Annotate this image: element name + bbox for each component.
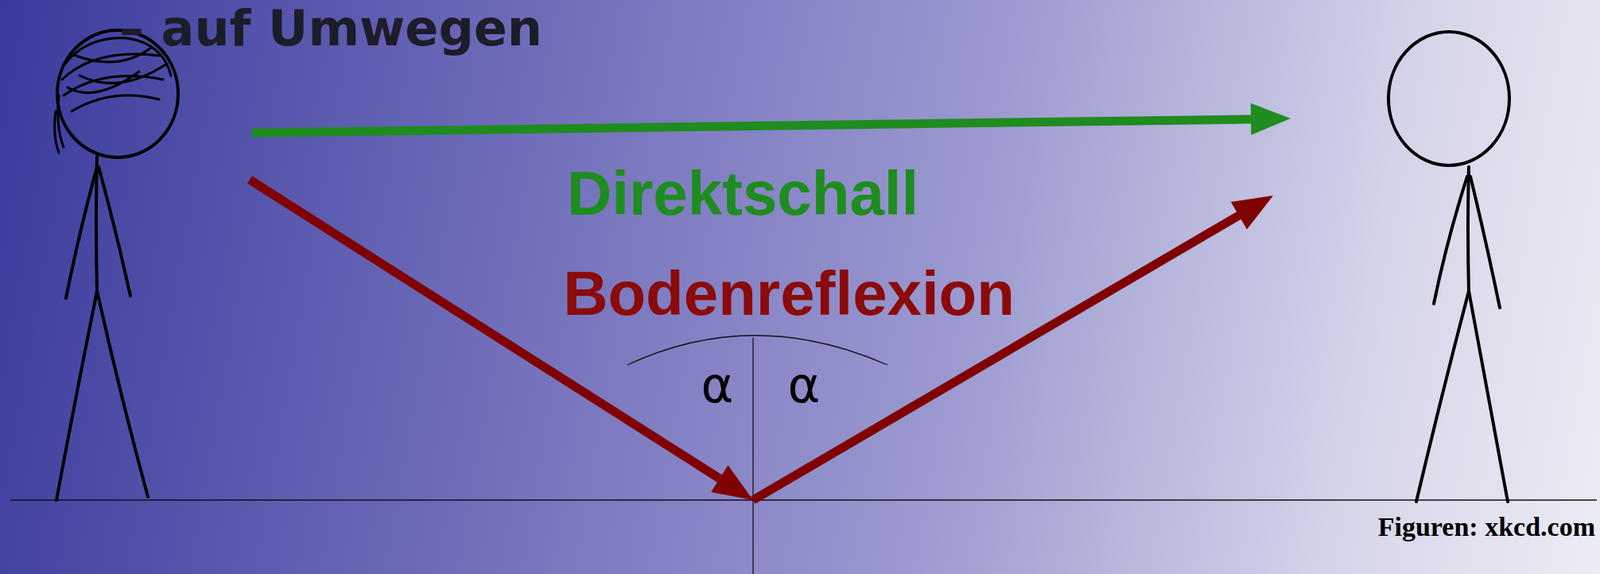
ground-line <box>10 499 1597 501</box>
reflection-arrow <box>753 215 1239 501</box>
arrow-head <box>1231 195 1274 230</box>
stick-figure <box>54 30 179 501</box>
angle-label: α <box>701 358 734 413</box>
direct-sound-label: Direktschall <box>566 159 919 229</box>
direct-sound-arrow <box>252 119 1251 133</box>
arrow-head <box>1250 103 1291 136</box>
angle-label: α <box>788 358 821 413</box>
credit-note: Figuren: xkcd.com <box>1378 512 1596 542</box>
reflection-label: Bodenreflexion <box>563 260 1015 329</box>
normal-line <box>752 337 754 574</box>
stick-figure <box>1388 31 1510 502</box>
arrow-head <box>710 465 754 501</box>
slide-heading: – auf Umwegen <box>119 1 543 56</box>
angle-arc <box>627 335 888 366</box>
